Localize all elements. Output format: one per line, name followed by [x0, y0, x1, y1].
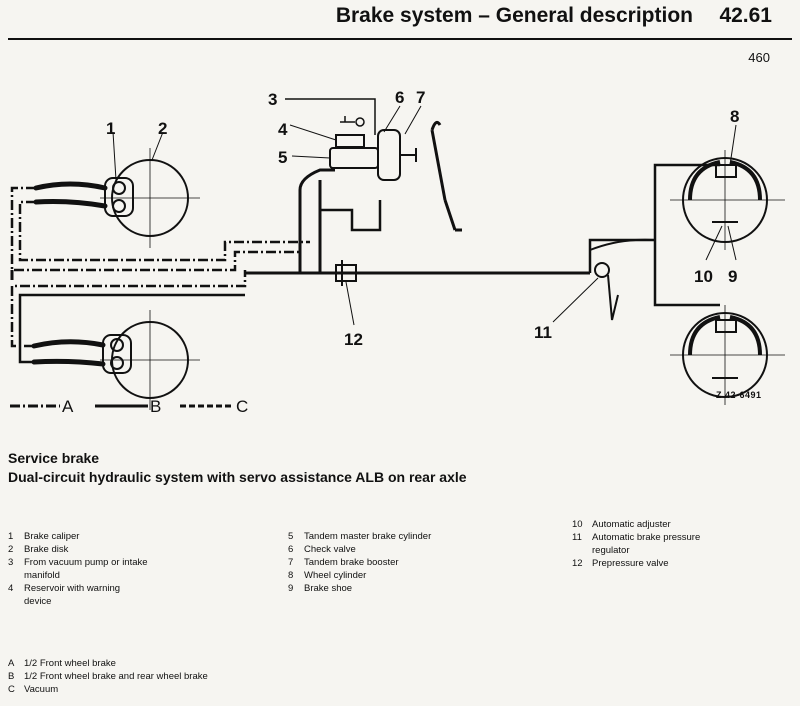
section-number: 42.61 — [719, 4, 772, 27]
diagram-subtitle: Service brake — [8, 450, 100, 466]
callout-label: 8 — [730, 107, 739, 126]
tandem-brake-booster — [377, 129, 401, 181]
line-legend: A B C — [10, 397, 248, 416]
component-callouts: 1 2 3 4 5 6 7 8 9 10 11 12 — [106, 88, 739, 349]
callout-label: 9 — [728, 267, 737, 286]
figure-code: Z 42-6491 — [716, 390, 762, 400]
callout-label: 6 — [395, 88, 404, 107]
callout-label: 7 — [416, 88, 425, 107]
legend-letter: C — [236, 397, 248, 416]
page-header: Brake system – General description 42.61 — [336, 4, 772, 28]
callout-label: 2 — [158, 119, 167, 138]
header-rule — [8, 38, 792, 40]
page-title: Brake system – General description — [335, 4, 693, 27]
callout-label: 3 — [268, 90, 277, 109]
legend-letter: A — [62, 397, 74, 416]
wheel-cylinder-upper — [715, 164, 737, 178]
legend-letter: B — [150, 397, 161, 416]
callout-label: 12 — [344, 330, 363, 349]
callout-label: 11 — [534, 323, 552, 342]
callout-label: 10 — [694, 267, 713, 286]
page-number: 460 — [748, 50, 770, 65]
brake-pressure-regulator — [594, 262, 610, 278]
callout-label: 1 — [106, 119, 115, 138]
brake-caliper-upper — [104, 177, 134, 217]
brake-system-diagram: 1 2 3 4 5 6 7 8 9 10 11 12 A B C Z 42-64… — [10, 88, 785, 416]
callout-label: 4 — [278, 120, 288, 139]
brake-pedal — [430, 120, 462, 232]
callout-label: 5 — [278, 148, 287, 167]
brake-caliper-lower — [102, 334, 132, 374]
tandem-master-brake-cylinder — [329, 147, 379, 169]
diagram-description: Dual-circuit hydraulic system with servo… — [8, 469, 467, 485]
